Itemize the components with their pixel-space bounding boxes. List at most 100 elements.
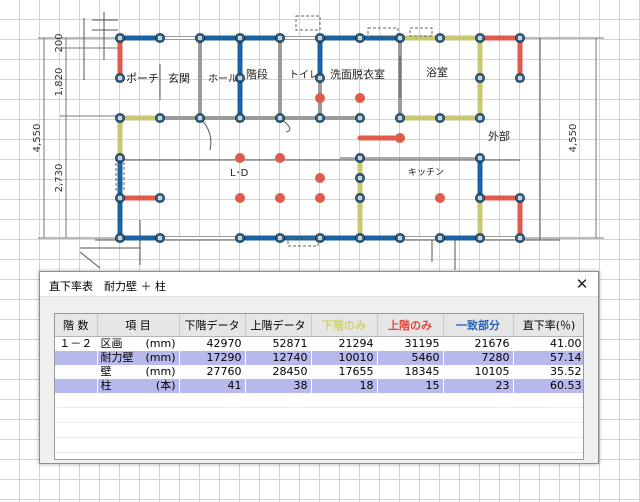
column-node-core	[118, 36, 122, 40]
cell-lower-data: 42970	[179, 336, 246, 351]
room-label-washroom: 洗面脱衣室	[330, 67, 385, 81]
column-node-core	[238, 76, 242, 80]
column-node-core	[438, 236, 442, 240]
column-node-core	[158, 36, 162, 40]
col-header-ratio[interactable]: 直下率(％)	[513, 314, 583, 337]
cell-item-name: 壁	[100, 365, 112, 378]
cell-match: 23	[443, 379, 514, 393]
table-row[interactable]: 柱(本) 41 38 18 15 23 60.53	[55, 379, 583, 393]
column-node-core	[358, 176, 362, 180]
cell-lower-only: 17655	[311, 365, 378, 379]
ratio-table-grid[interactable]: 階 数 項 目 下階データ 上階データ 下階のみ 上階のみ 一致部分 直下率(％…	[54, 313, 584, 460]
column-node-core	[478, 236, 482, 240]
column-node-core	[398, 36, 402, 40]
cell-match: 7280	[443, 351, 514, 365]
room-label-entrance: 玄関	[168, 71, 190, 85]
column-node-core	[478, 36, 482, 40]
table-empty-row	[55, 407, 583, 423]
column-node-core	[518, 236, 522, 240]
upper-column-dot	[315, 193, 325, 203]
column-node-core	[318, 36, 322, 40]
column-node-core	[438, 36, 442, 40]
column-node-core	[238, 236, 242, 240]
room-label-porch: ポーチ	[126, 72, 159, 85]
table-empty-row	[55, 393, 583, 408]
dimension-lines-left	[38, 37, 118, 239]
table-header-row: 階 数 項 目 下階データ 上階データ 下階のみ 上階のみ 一致部分 直下率(％…	[55, 314, 583, 337]
table-row[interactable]: 耐力壁(mm) 17290 12740 10010 5460 7280 57.1…	[55, 351, 583, 365]
col-header-floor[interactable]: 階 数	[55, 314, 98, 337]
column-node-core	[118, 236, 122, 240]
cell-lower-only: 21294	[311, 336, 378, 351]
table-row[interactable]: １－２ 区画(mm) 42970 52871 21294 31195 21676…	[55, 336, 583, 351]
dimension-left-bottom: 2,730	[54, 164, 65, 193]
column-node-core	[358, 156, 362, 160]
room-label-ld: L･D	[230, 168, 249, 179]
column-node-core	[358, 236, 362, 240]
table-row[interactable]: 壁(mm) 27760 28450 17655 18345 10105 35.5…	[55, 365, 583, 379]
column-node-core	[358, 196, 362, 200]
dialog-title: 直下率表 耐力壁 ＋ 柱	[49, 280, 166, 293]
cell-floor	[55, 351, 98, 365]
column-node-core	[358, 36, 362, 40]
cell-upper-data: 52871	[245, 336, 312, 351]
col-header-match[interactable]: 一致部分	[443, 314, 514, 337]
cell-upper-data: 28450	[245, 365, 312, 379]
upper-column-dot	[275, 153, 285, 163]
cell-item-unit: (mm)	[145, 337, 176, 350]
cell-lower-data: 27760	[179, 365, 246, 379]
column-node-core	[238, 116, 242, 120]
cell-upper-data: 12740	[245, 351, 312, 365]
cell-upper-only: 31195	[377, 336, 444, 351]
cell-floor	[55, 379, 98, 393]
column-node-core	[278, 36, 282, 40]
column-node-core	[518, 76, 522, 80]
column-node-core	[478, 116, 482, 120]
cell-item-unit: (本)	[155, 379, 176, 392]
upper-column-dot	[275, 193, 285, 203]
col-header-upper-data[interactable]: 上階データ	[245, 314, 312, 337]
column-node-core	[438, 116, 442, 120]
cell-item-unit: (mm)	[145, 365, 176, 378]
ratio-table: 階 数 項 目 下階データ 上階データ 下階のみ 上階のみ 一致部分 直下率(％…	[55, 314, 583, 453]
close-icon[interactable]: ✕	[575, 275, 589, 293]
column-node-core	[158, 116, 162, 120]
column-node-core	[118, 76, 122, 80]
cell-item: 柱 (本)	[97, 379, 180, 393]
column-node-core	[398, 116, 402, 120]
cell-item: 区画 (mm)	[97, 336, 180, 351]
dimension-left-top: 200	[54, 33, 65, 52]
col-header-item[interactable]: 項 目	[97, 314, 180, 337]
dialog-titlebar[interactable]: 直下率表 耐力壁 ＋ 柱 ✕	[40, 272, 598, 297]
col-header-upper-only[interactable]: 上階のみ	[377, 314, 444, 337]
cell-upper-only: 15	[377, 379, 444, 393]
cell-floor: １－２	[55, 336, 98, 351]
column-node-core	[318, 236, 322, 240]
room-label-stairs: 階段	[246, 67, 268, 81]
cell-lower-data: 41	[179, 379, 246, 393]
column-node-core	[198, 116, 202, 120]
upper-column-dot	[315, 173, 325, 183]
cell-ratio: 41.00	[513, 336, 583, 351]
cell-upper-data: 38	[245, 379, 312, 393]
direct-ratio-dialog[interactable]: 直下率表 耐力壁 ＋ 柱 ✕ 階 数 項 目 下階データ 上階データ 下階のみ …	[39, 271, 599, 464]
column-node-core	[118, 156, 122, 160]
room-label-bath: 浴室	[426, 65, 448, 79]
column-node-core	[478, 156, 482, 160]
cell-item-name: 区画	[100, 337, 123, 350]
cell-item-name: 耐力壁	[100, 351, 134, 364]
upper-column-dot	[435, 193, 445, 203]
cell-ratio: 35.52	[513, 365, 583, 379]
col-header-lower-data[interactable]: 下階データ	[179, 314, 246, 337]
door-marks	[115, 15, 433, 247]
col-header-lower-only[interactable]: 下階のみ	[311, 314, 378, 337]
wall-segments	[117, 35, 523, 241]
dimension-lines-right	[520, 37, 604, 239]
upper-columns	[235, 93, 445, 203]
cell-item-name: 柱	[100, 379, 112, 392]
column-node-core	[118, 116, 122, 120]
cell-match: 10105	[443, 365, 514, 379]
column-node-core	[238, 36, 242, 40]
cell-lower-data: 17290	[179, 351, 246, 365]
